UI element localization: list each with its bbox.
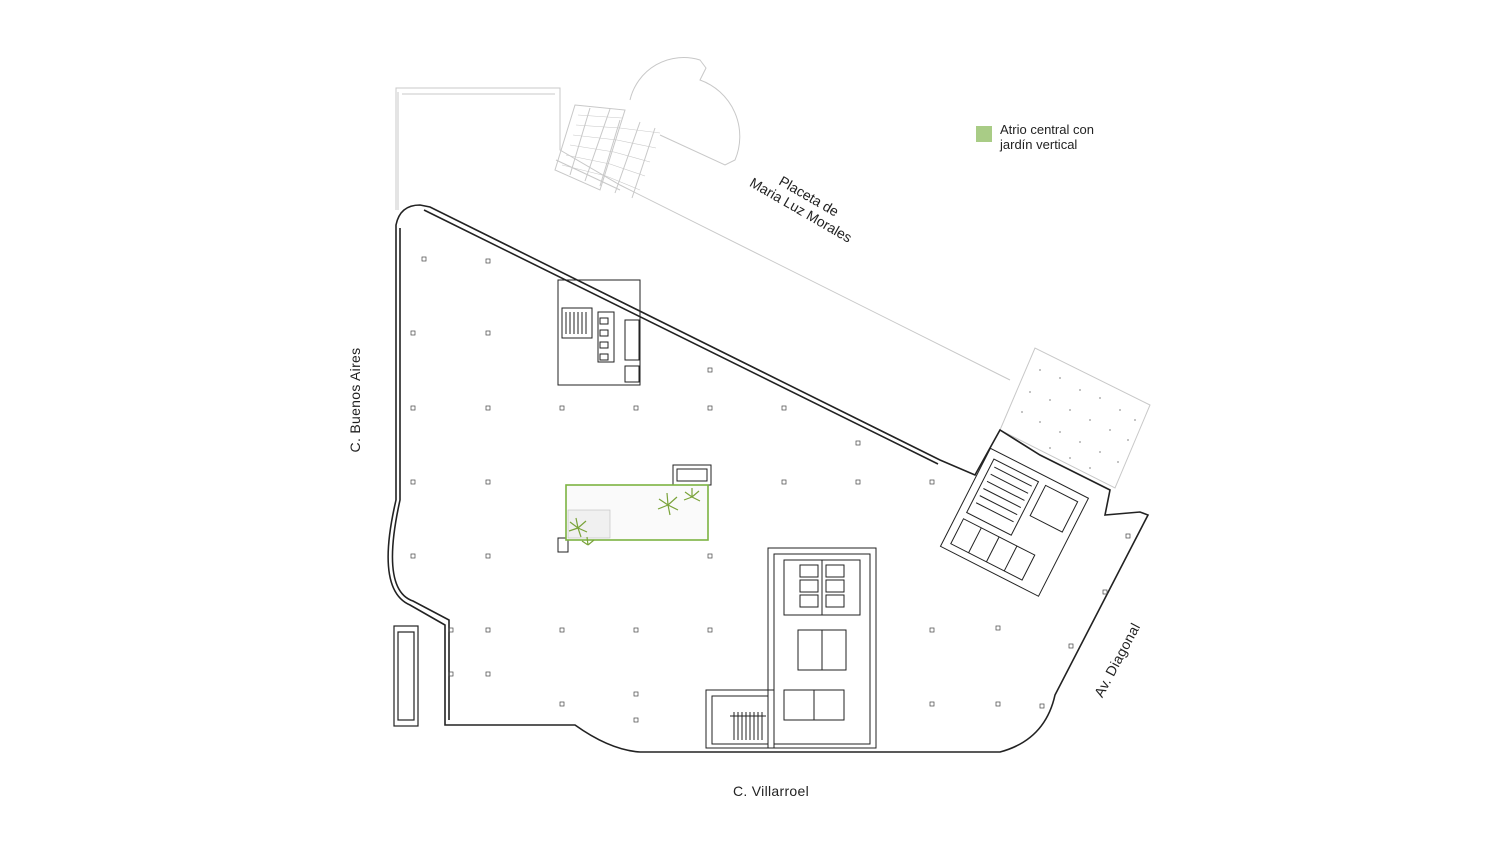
central-atrium	[565, 484, 709, 541]
plaza-paving-pattern	[561, 114, 661, 191]
legend-text-line2: jardín vertical	[1000, 137, 1078, 152]
street-label-villarroel: C. Villarroel	[733, 783, 809, 799]
building-outline	[387, 204, 1150, 753]
core-south-stair	[705, 689, 775, 749]
legend: Atrio central con jardín vertical	[976, 122, 1094, 152]
plant-icon	[568, 488, 701, 546]
legend-swatch	[976, 126, 992, 142]
column-marker-icon	[410, 256, 1131, 723]
legend-text: Atrio central con jardín vertical	[1000, 122, 1094, 152]
west-element	[393, 625, 419, 727]
terrace-dot-pattern	[1021, 369, 1136, 469]
plaza-context	[395, 57, 1151, 489]
core-north	[557, 279, 641, 386]
legend-text-line1: Atrio central con	[1000, 122, 1094, 137]
core-central	[767, 547, 877, 749]
street-label-buenos-aires: C. Buenos Aires	[347, 347, 363, 453]
core-east	[939, 447, 1090, 597]
